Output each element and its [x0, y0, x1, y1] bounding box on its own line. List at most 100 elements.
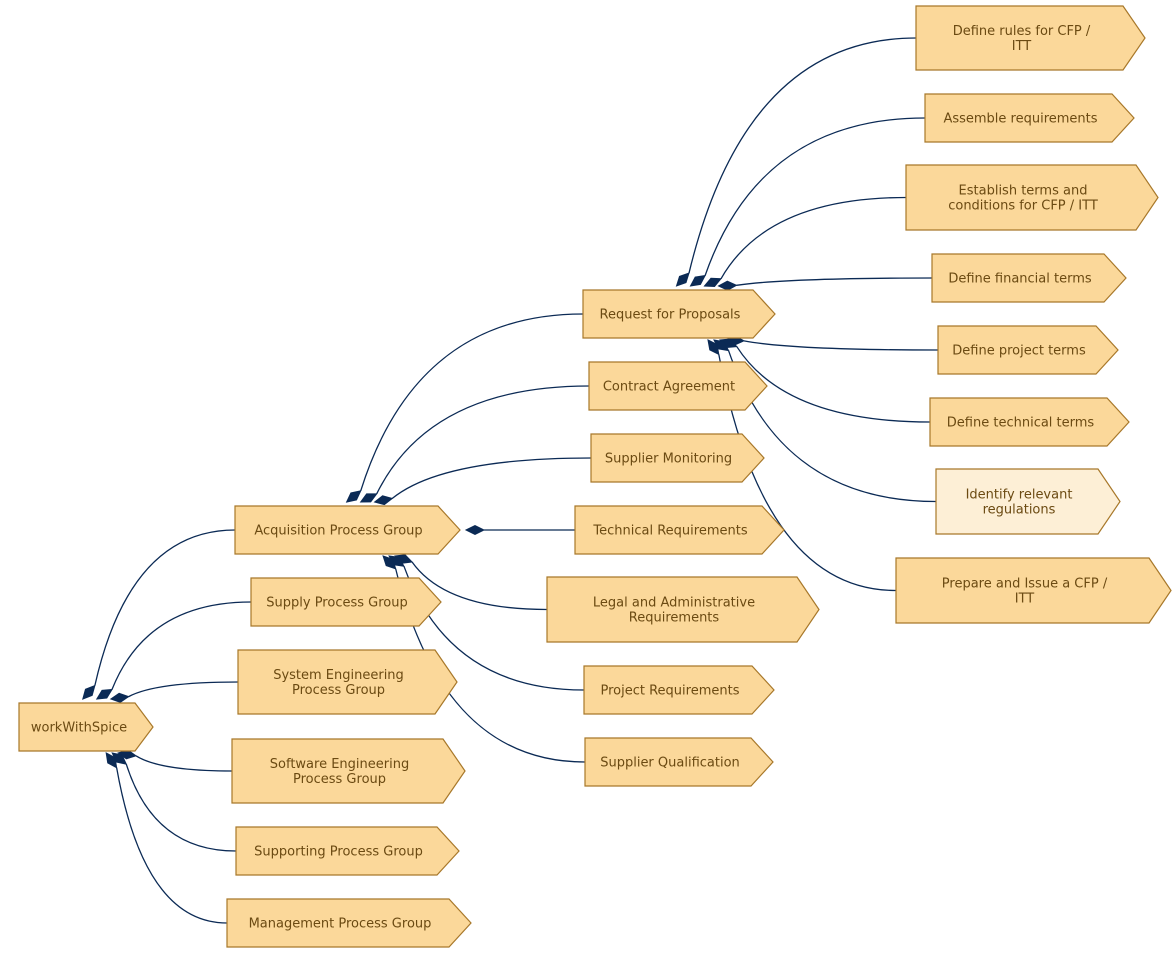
node-shape-techreq [574, 505, 785, 555]
node-monitor[interactable]: Supplier Monitoring [590, 433, 765, 483]
node-label-syseng-0: System Engineering [273, 668, 404, 683]
node-shape-legal [546, 576, 820, 643]
node-shape-qual [584, 737, 774, 787]
node-supply[interactable]: Supply Process Group [250, 577, 442, 627]
node-label-proj-0: Define project terms [952, 344, 1086, 359]
edge-root-sweng [135, 755, 233, 772]
edge-rfp-tech [736, 346, 931, 423]
node-label-rfp-0: Request for Proposals [600, 308, 741, 323]
node-fin[interactable]: Define financial terms [931, 253, 1127, 303]
node-issue[interactable]: Prepare and Issue a CFP /ITT [895, 557, 1172, 624]
node-shape-contract [588, 361, 768, 411]
aggregation-diamond-root-syseng [109, 692, 130, 703]
node-assemble[interactable]: Assemble requirements [924, 93, 1135, 143]
node-label-assemble-0: Assemble requirements [943, 112, 1097, 127]
aggregation-diamond-root-supply [95, 688, 113, 700]
aggregation-diamond-rfp-fin [717, 280, 738, 291]
edge-rfp-assemble [704, 117, 926, 276]
edge-acq-rfp [360, 313, 584, 491]
node-proj[interactable]: Define project terms [937, 325, 1119, 375]
node-shape-fin [931, 253, 1127, 303]
edge-acq-legal [411, 561, 548, 611]
node-label-sweng-1: Process Group [293, 772, 386, 787]
edge-rfp-rules [688, 37, 917, 274]
aggregation-diamond-acq-monitor [373, 495, 394, 506]
aggregation-diamond-acq-contract [359, 493, 378, 503]
node-support[interactable]: Supporting Process Group [235, 826, 460, 876]
node-shape-regs [935, 468, 1121, 535]
node-label-rules-0: Define rules for CFP / [953, 24, 1091, 39]
node-shape-mgmt [226, 898, 472, 948]
node-shape-proj [937, 325, 1119, 375]
node-label-techreq-0: Technical Requirements [592, 524, 747, 539]
edge-rfp-proj [743, 340, 939, 351]
node-contract[interactable]: Contract Agreement [588, 361, 768, 411]
node-label-issue-0: Prepare and Issue a CFP / [942, 577, 1108, 592]
aggregation-diamond-rfp-terms [703, 277, 723, 288]
node-shape-monitor [590, 433, 765, 483]
node-label-fin-0: Define financial terms [948, 272, 1092, 287]
node-label-mgmt-0: Management Process Group [249, 917, 432, 932]
node-shape-support [235, 826, 460, 876]
node-label-root-0: workWithSpice [31, 721, 127, 736]
node-label-legal-0: Legal and Administrative [593, 596, 755, 611]
node-label-contract-0: Contract Agreement [603, 380, 735, 395]
node-label-supply-0: Supply Process Group [266, 596, 407, 611]
edge-root-support [125, 763, 237, 852]
node-shape-rfp [582, 289, 776, 339]
edge-root-mgmt [115, 767, 228, 924]
node-qual[interactable]: Supplier Qualification [584, 737, 774, 787]
node-acq[interactable]: Acquisition Process Group [234, 505, 461, 555]
edge-rfp-terms [720, 196, 907, 280]
node-root[interactable]: workWithSpice [18, 702, 154, 752]
edge-rfp-fin [736, 277, 933, 286]
edge-acq-monitor [391, 457, 592, 499]
node-label-syseng-1: Process Group [292, 683, 385, 698]
node-label-qual-0: Supplier Qualification [600, 756, 740, 771]
node-shape-tech [929, 397, 1130, 447]
node-label-projreq-0: Project Requirements [601, 684, 740, 699]
node-shape-acq [234, 505, 461, 555]
node-shape-assemble [924, 93, 1135, 143]
node-shape-issue [895, 557, 1172, 624]
edge-acq-contract [376, 385, 590, 495]
node-label-terms-1: conditions for CFP / ITT [948, 199, 1098, 214]
edge-root-supply [111, 601, 252, 690]
node-shape-projreq [583, 665, 775, 715]
node-shape-syseng [237, 649, 458, 715]
node-label-regs-0: Identify relevant [966, 488, 1073, 503]
aggregation-diamond-acq-techreq [464, 524, 486, 536]
aggregation-diamond-root-mgmt [105, 752, 118, 769]
aggregation-diamond-rfp-assemble [689, 274, 707, 287]
node-rfp[interactable]: Request for Proposals [582, 289, 776, 339]
node-rules[interactable]: Define rules for CFP /ITT [915, 5, 1146, 71]
node-label-terms-0: Establish terms and [959, 184, 1088, 199]
node-label-regs-1: regulations [983, 503, 1056, 518]
node-label-issue-1: ITT [1015, 592, 1035, 607]
edge-root-syseng [128, 681, 239, 698]
node-tech[interactable]: Define technical terms [929, 397, 1130, 447]
node-mgmt[interactable]: Management Process Group [226, 898, 472, 948]
node-techreq[interactable]: Technical Requirements [574, 505, 785, 555]
node-shape-sweng [231, 738, 466, 804]
node-shape-terms [905, 164, 1159, 231]
node-label-support-0: Supporting Process Group [254, 845, 423, 860]
node-shape-supply [250, 577, 442, 627]
node-label-legal-1: Requirements [629, 611, 720, 626]
edge-root-acq [94, 529, 236, 686]
node-projreq[interactable]: Project Requirements [583, 665, 775, 715]
node-label-acq-0: Acquisition Process Group [254, 524, 422, 539]
node-label-monitor-0: Supplier Monitoring [605, 452, 732, 467]
node-label-sweng-0: Software Engineering [270, 757, 409, 772]
node-shape-root [18, 702, 154, 752]
edges-layer [82, 37, 939, 924]
node-shape-rules [915, 5, 1146, 71]
node-label-tech-0: Define technical terms [947, 416, 1095, 431]
